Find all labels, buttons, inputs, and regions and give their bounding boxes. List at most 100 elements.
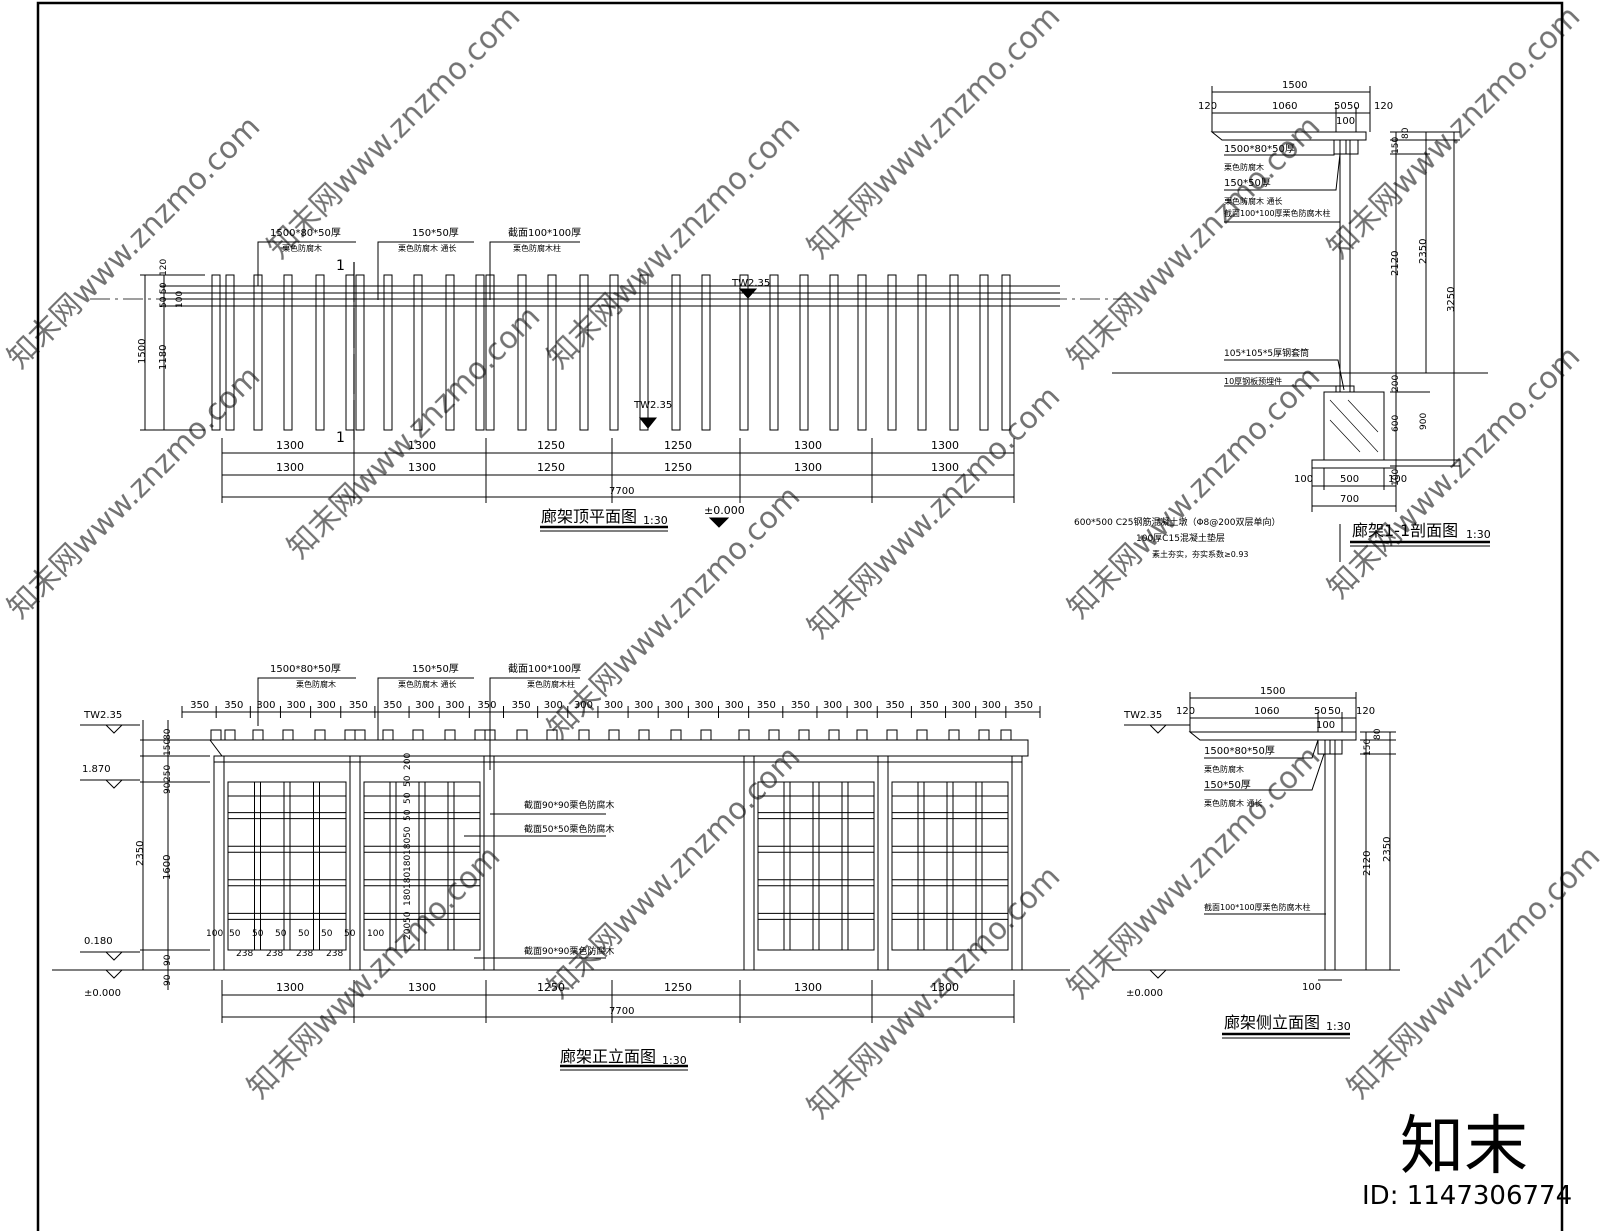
front-bottom-dim: 50 — [344, 929, 356, 939]
front-beam — [209, 739, 1029, 757]
front-top-dim: 350 — [349, 700, 368, 711]
front-rafter-end — [1000, 729, 1012, 741]
front-post — [1011, 755, 1023, 971]
section-rafter — [1210, 131, 1367, 141]
front-left-dim: 2350 — [135, 841, 146, 866]
front-rafter-end — [516, 729, 528, 741]
section-right-dim: 600 — [1391, 415, 1401, 432]
front-top-dim: 300 — [544, 700, 563, 711]
front-top-dim: 300 — [574, 700, 593, 711]
front-left-dim: 1600 — [162, 855, 173, 880]
front-rafter-end — [856, 729, 868, 741]
front-bottom-dim: 50 — [321, 929, 333, 939]
plan-rafter — [579, 274, 589, 431]
front-dim-value: 1300 — [931, 981, 959, 994]
front-top-dim: 350 — [757, 700, 776, 711]
front-top-dim: 300 — [445, 700, 464, 711]
front-top-dim: 350 — [791, 700, 810, 711]
front-rafter-end — [768, 729, 780, 741]
side-rafter — [1188, 731, 1357, 741]
front-rafter-end — [224, 729, 236, 741]
watermark-text: 知末网www.znzmo.com — [1061, 359, 1327, 625]
plan-left-dim: 1180 — [158, 345, 169, 370]
plan-leader — [489, 241, 580, 300]
plan-rafter — [949, 274, 959, 431]
plan-rafter — [769, 274, 779, 431]
front-bottom-238: 238 — [236, 949, 253, 959]
plan-rafter — [739, 274, 749, 431]
front-top-dim: 300 — [725, 700, 744, 711]
side-callout: 栗色防腐木 通长 — [1204, 798, 1263, 808]
plan-dim-value: 1300 — [276, 461, 304, 474]
front-inner-dim: 50 — [403, 826, 413, 838]
front-rafter-end — [916, 729, 928, 741]
section-dim: 120 — [1198, 101, 1217, 112]
front-rafter-end — [798, 729, 810, 741]
side-post — [1324, 739, 1336, 971]
section-bottom-dim: 100 — [1294, 474, 1313, 485]
section-bottom-dim: 700 — [1340, 494, 1359, 505]
level-marker — [104, 779, 124, 789]
side-level: ±0.000 — [1126, 988, 1163, 999]
front-level: 0.180 — [84, 936, 113, 947]
side-leader — [1204, 739, 1319, 759]
side-dim: 50 — [1328, 706, 1341, 717]
plan-dim-value: 1250 — [664, 439, 692, 452]
front-top-dim: 300 — [256, 700, 275, 711]
front-inner-dim: 180 — [403, 889, 413, 906]
plan-rafter — [799, 274, 809, 431]
plan-rafter — [355, 274, 365, 431]
front-dim-value: 1300 — [794, 981, 822, 994]
side-leader — [1204, 753, 1325, 791]
plan-callout-size: 150*50厚 — [412, 227, 459, 239]
section-right-dim: 3250 — [1446, 287, 1457, 312]
front-top-dim: 300 — [634, 700, 653, 711]
side-right-dim: 2350 — [1382, 837, 1393, 862]
front-inner-dim: 200 — [403, 753, 413, 770]
plan-total: 7700 — [609, 486, 634, 497]
front-top-dim: 300 — [664, 700, 683, 711]
watermark-id: ID: 1147306774 — [1362, 1181, 1572, 1211]
front-inner-dim: 200 — [403, 923, 413, 940]
front-rafter-end — [828, 729, 840, 741]
front-left-dim: 150 — [163, 739, 173, 756]
front-level: ±0.000 — [84, 988, 121, 999]
section-text: 1500 120 1060 50 50 120 100 1500*80*50厚 … — [1074, 80, 1491, 559]
front-rafter-end — [978, 729, 990, 741]
section-scale: 1:30 — [1466, 528, 1491, 541]
front-inner-note: 截面90*90栗色防腐木 — [524, 799, 614, 811]
plan-view — [90, 241, 1130, 532]
front-bottom-dim: 50 — [298, 929, 310, 939]
front-rafter-end — [670, 729, 682, 741]
front-rafter-end — [382, 729, 394, 741]
front-callout-desc: 栗色防腐木柱 — [527, 679, 575, 689]
side-callout: 150*50厚 — [1204, 779, 1251, 791]
plan-rafter — [979, 274, 989, 431]
watermark-text: 知末网www.znzmo.com — [1, 359, 267, 625]
front-top-dim: 350 — [1014, 700, 1033, 711]
front-inner-dim: 50 — [403, 775, 413, 787]
side-beam — [1329, 739, 1343, 755]
side-callout: 栗色防腐木 — [1204, 764, 1244, 774]
front-title: 廊架正立面图 — [560, 1047, 656, 1066]
plan-dim-value: 1300 — [408, 461, 436, 474]
section-note: 100厚C15混凝土垫层 — [1136, 532, 1225, 544]
plan-rafter — [547, 274, 557, 431]
plan-rafter — [475, 274, 485, 431]
lattice-frame — [757, 781, 875, 951]
front-callout-desc: 栗色防腐木 通长 — [398, 679, 457, 689]
front-rafter-end — [252, 729, 264, 741]
plan-leader — [377, 241, 474, 300]
front-dim-value: 1250 — [537, 981, 565, 994]
front-top-dim: 300 — [694, 700, 713, 711]
plan-callout-size: 截面100*100厚 — [508, 226, 581, 239]
front-rafter-end — [354, 729, 366, 741]
section-dim: 1060 — [1272, 101, 1297, 112]
front-left-dim: 90 — [163, 782, 173, 794]
plan-title: 廊架顶平面图 — [541, 507, 637, 526]
side-title: 廊架侧立面图 — [1224, 1013, 1320, 1032]
section-callout: 截面100*100厚栗色防腐木柱 — [1224, 208, 1331, 218]
plan-callout-desc: 栗色防腐木柱 — [513, 243, 561, 253]
plan-rafter — [1001, 274, 1011, 431]
section-leader — [1224, 153, 1341, 191]
